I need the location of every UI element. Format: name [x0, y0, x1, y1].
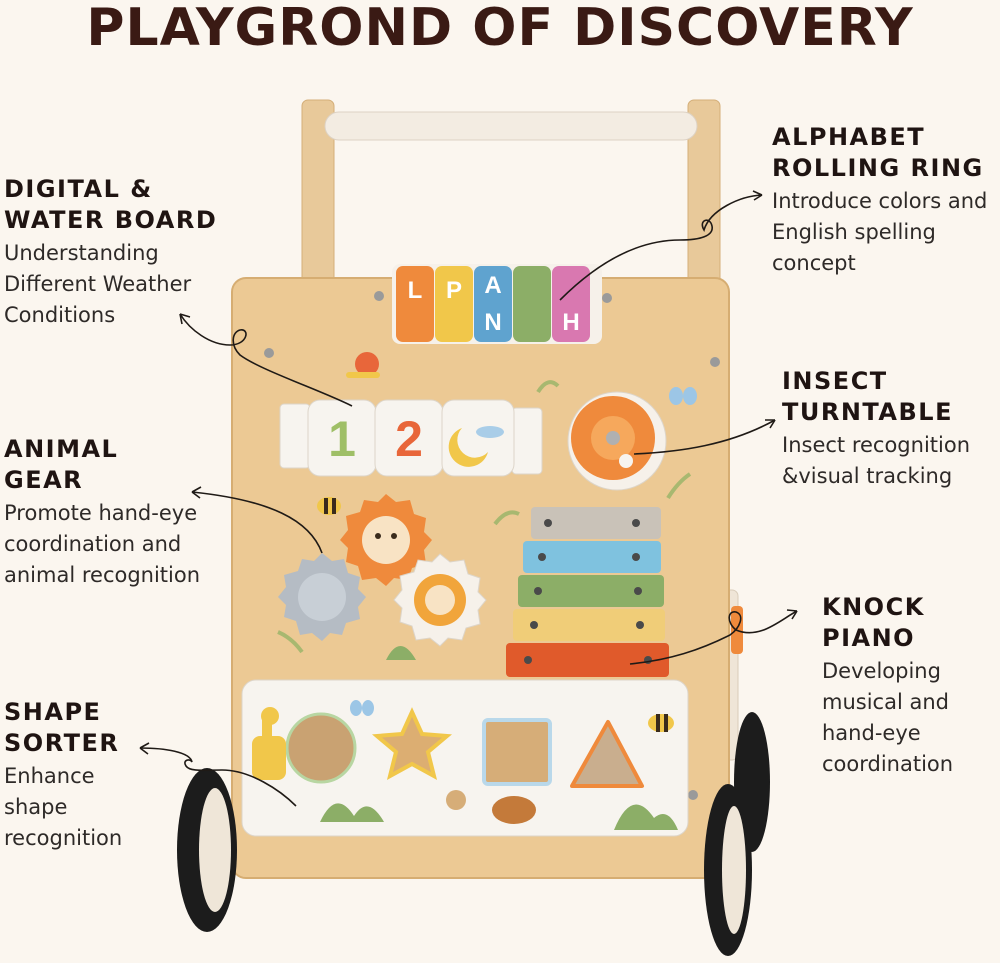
shape-sorter — [241, 679, 689, 837]
walker-handle — [301, 99, 721, 291]
leaf-decoration — [536, 380, 560, 394]
feature-animal-gear: ANIMAL GEAR Promote hand-eye coordinatio… — [4, 434, 234, 591]
feature-insect-turntable: INSECT TURNTABLE Insect recognition &vis… — [782, 366, 992, 492]
butterfly-decoration — [669, 387, 697, 405]
alphabet-rolling-ring: L P A N H — [392, 264, 602, 344]
leaf-decoration — [277, 630, 304, 654]
leaf-decoration — [386, 646, 416, 660]
feature-description: Promote hand-eye coordination and animal… — [4, 501, 201, 587]
bee-decoration — [317, 497, 341, 515]
callout-connectors — [139, 190, 798, 807]
walker-wheels — [177, 712, 770, 956]
insect-turntable — [567, 391, 667, 491]
ring-letter: P — [446, 277, 462, 304]
knock-piano — [506, 507, 669, 677]
leaf-decoration — [666, 472, 692, 500]
ring-letter: H — [562, 309, 579, 336]
number-tile: 2 — [395, 411, 423, 467]
feature-heading: KNOCK PIANO — [822, 593, 925, 652]
feature-description: Enhance shape recognition — [4, 764, 123, 850]
ring-letter: L — [408, 277, 423, 304]
digital-water-board: 1 2 — [279, 399, 543, 477]
feature-description: Understanding Different Weather Conditio… — [4, 241, 192, 327]
feature-shape-sorter: SHAPE SORTER Enhance shape recognition — [4, 697, 154, 854]
feature-alphabet-rolling-ring: ALPHABET ROLLING RING Introduce colors a… — [772, 122, 998, 279]
page-title: PLAYGROND OF DISCOVERY — [86, 0, 914, 58]
feature-heading: INSECT TURNTABLE — [782, 367, 953, 426]
feature-heading: DIGITAL & WATER BOARD — [4, 175, 218, 234]
feature-heading: SHAPE SORTER — [4, 698, 120, 757]
snail-decoration — [346, 352, 380, 378]
feature-digital-water-board: DIGITAL & WATER BOARD Understanding Diff… — [4, 174, 254, 331]
animal-gear — [278, 494, 487, 647]
number-tile: 1 — [328, 411, 356, 467]
feature-heading: ALPHABET ROLLING RING — [772, 123, 984, 182]
feature-description: Introduce colors and English spelling co… — [772, 189, 988, 275]
ring-letter: A — [484, 272, 501, 299]
feature-description: Developing musical and hand-eye coordina… — [822, 659, 954, 776]
feature-description: Insect recognition &visual tracking — [782, 433, 971, 488]
leaf-decoration — [493, 510, 520, 526]
ring-letter: N — [484, 309, 501, 336]
feature-knock-piano: KNOCK PIANO Developing musical and hand-… — [822, 592, 992, 780]
feature-heading: ANIMAL GEAR — [4, 435, 119, 494]
